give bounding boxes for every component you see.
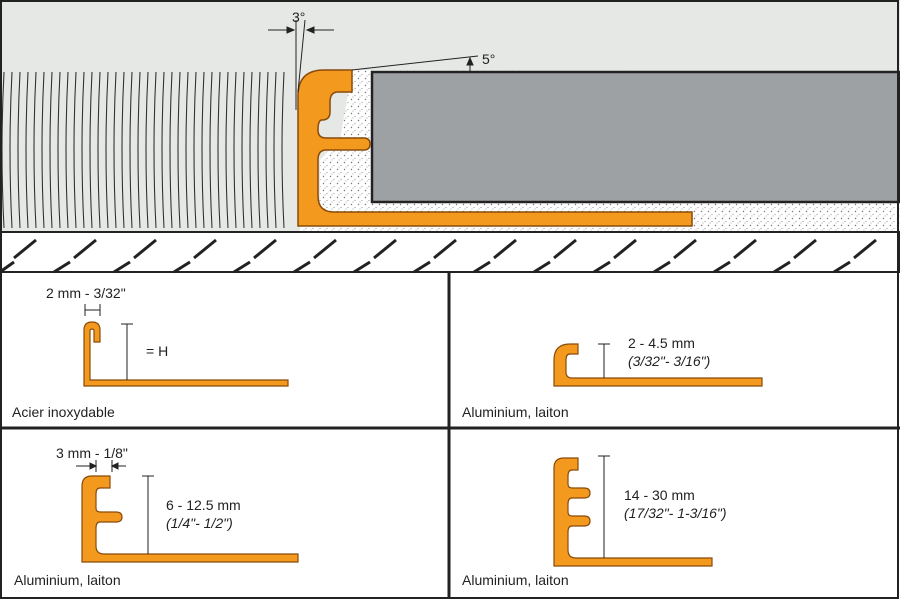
angle-tile-annotation: [351, 55, 479, 72]
substrate: [0, 231, 900, 273]
angle-tile-label: 5°: [482, 51, 495, 67]
panel-2-dim-mm: 2 - 4.5 mm: [628, 335, 695, 351]
angle-joint-annotation: [268, 19, 334, 110]
tile: [370, 70, 900, 204]
panel-1-width-dimension: [84, 304, 101, 316]
panel-1-width-label: 2 mm - 3/32": [46, 285, 126, 301]
cross-section-view: 3° 5°: [0, 0, 900, 274]
substrate-hatching-lower: [0, 260, 851, 274]
panel-aluminium-small: 2 - 4.5 mm (3/32"- 3/16") Aluminium, lai…: [462, 335, 763, 420]
panel-1-profile: [83, 321, 289, 387]
panel-3-dim-mm: 6 - 12.5 mm: [166, 497, 241, 513]
panel-4-dim-mm: 14 - 30 mm: [624, 487, 695, 503]
panel-1-material: Acier inoxydable: [12, 404, 115, 420]
panel-aluminium-medium: 3 mm - 1/8" 6 - 12.5 mm (1/4"- 1/2") Alu…: [14, 445, 299, 588]
panel-3-width-dimension: [76, 460, 126, 472]
panel-3-width-label: 3 mm - 1/8": [56, 445, 128, 461]
panel-aluminium-large: 14 - 30 mm (17/32"- 1-3/16") Aluminium, …: [462, 455, 727, 588]
profile-cross-section: [297, 69, 693, 227]
panel-3-material: Aluminium, laiton: [14, 572, 121, 588]
panel-3-profile: [81, 475, 299, 563]
panel-2-material: Aluminium, laiton: [462, 404, 569, 420]
panel-4-dim-in: (17/32"- 1-3/16"): [624, 505, 727, 521]
panel-2-dim-in: (3/32"- 3/16"): [628, 353, 710, 369]
panel-2-profile: [553, 343, 763, 387]
panel-stainless: 2 mm - 3/32" = H Acier inoxydable: [12, 285, 289, 420]
panel-4-material: Aluminium, laiton: [462, 572, 569, 588]
wall-texture: [1, 71, 285, 229]
panel-4-height-dimension: [598, 455, 610, 558]
panel-1-height-dimension: [121, 323, 133, 380]
panel-3-dim-in: (1/4"- 1/2"): [166, 515, 233, 531]
angle-joint-label: 3°: [292, 9, 305, 25]
panel-1-height-label: = H: [146, 343, 168, 359]
panel-2-height-dimension: [598, 343, 610, 378]
panel-4-profile: [553, 457, 713, 567]
panel-3-height-dimension: [142, 475, 154, 554]
substrate-hatching: [13, 238, 877, 260]
